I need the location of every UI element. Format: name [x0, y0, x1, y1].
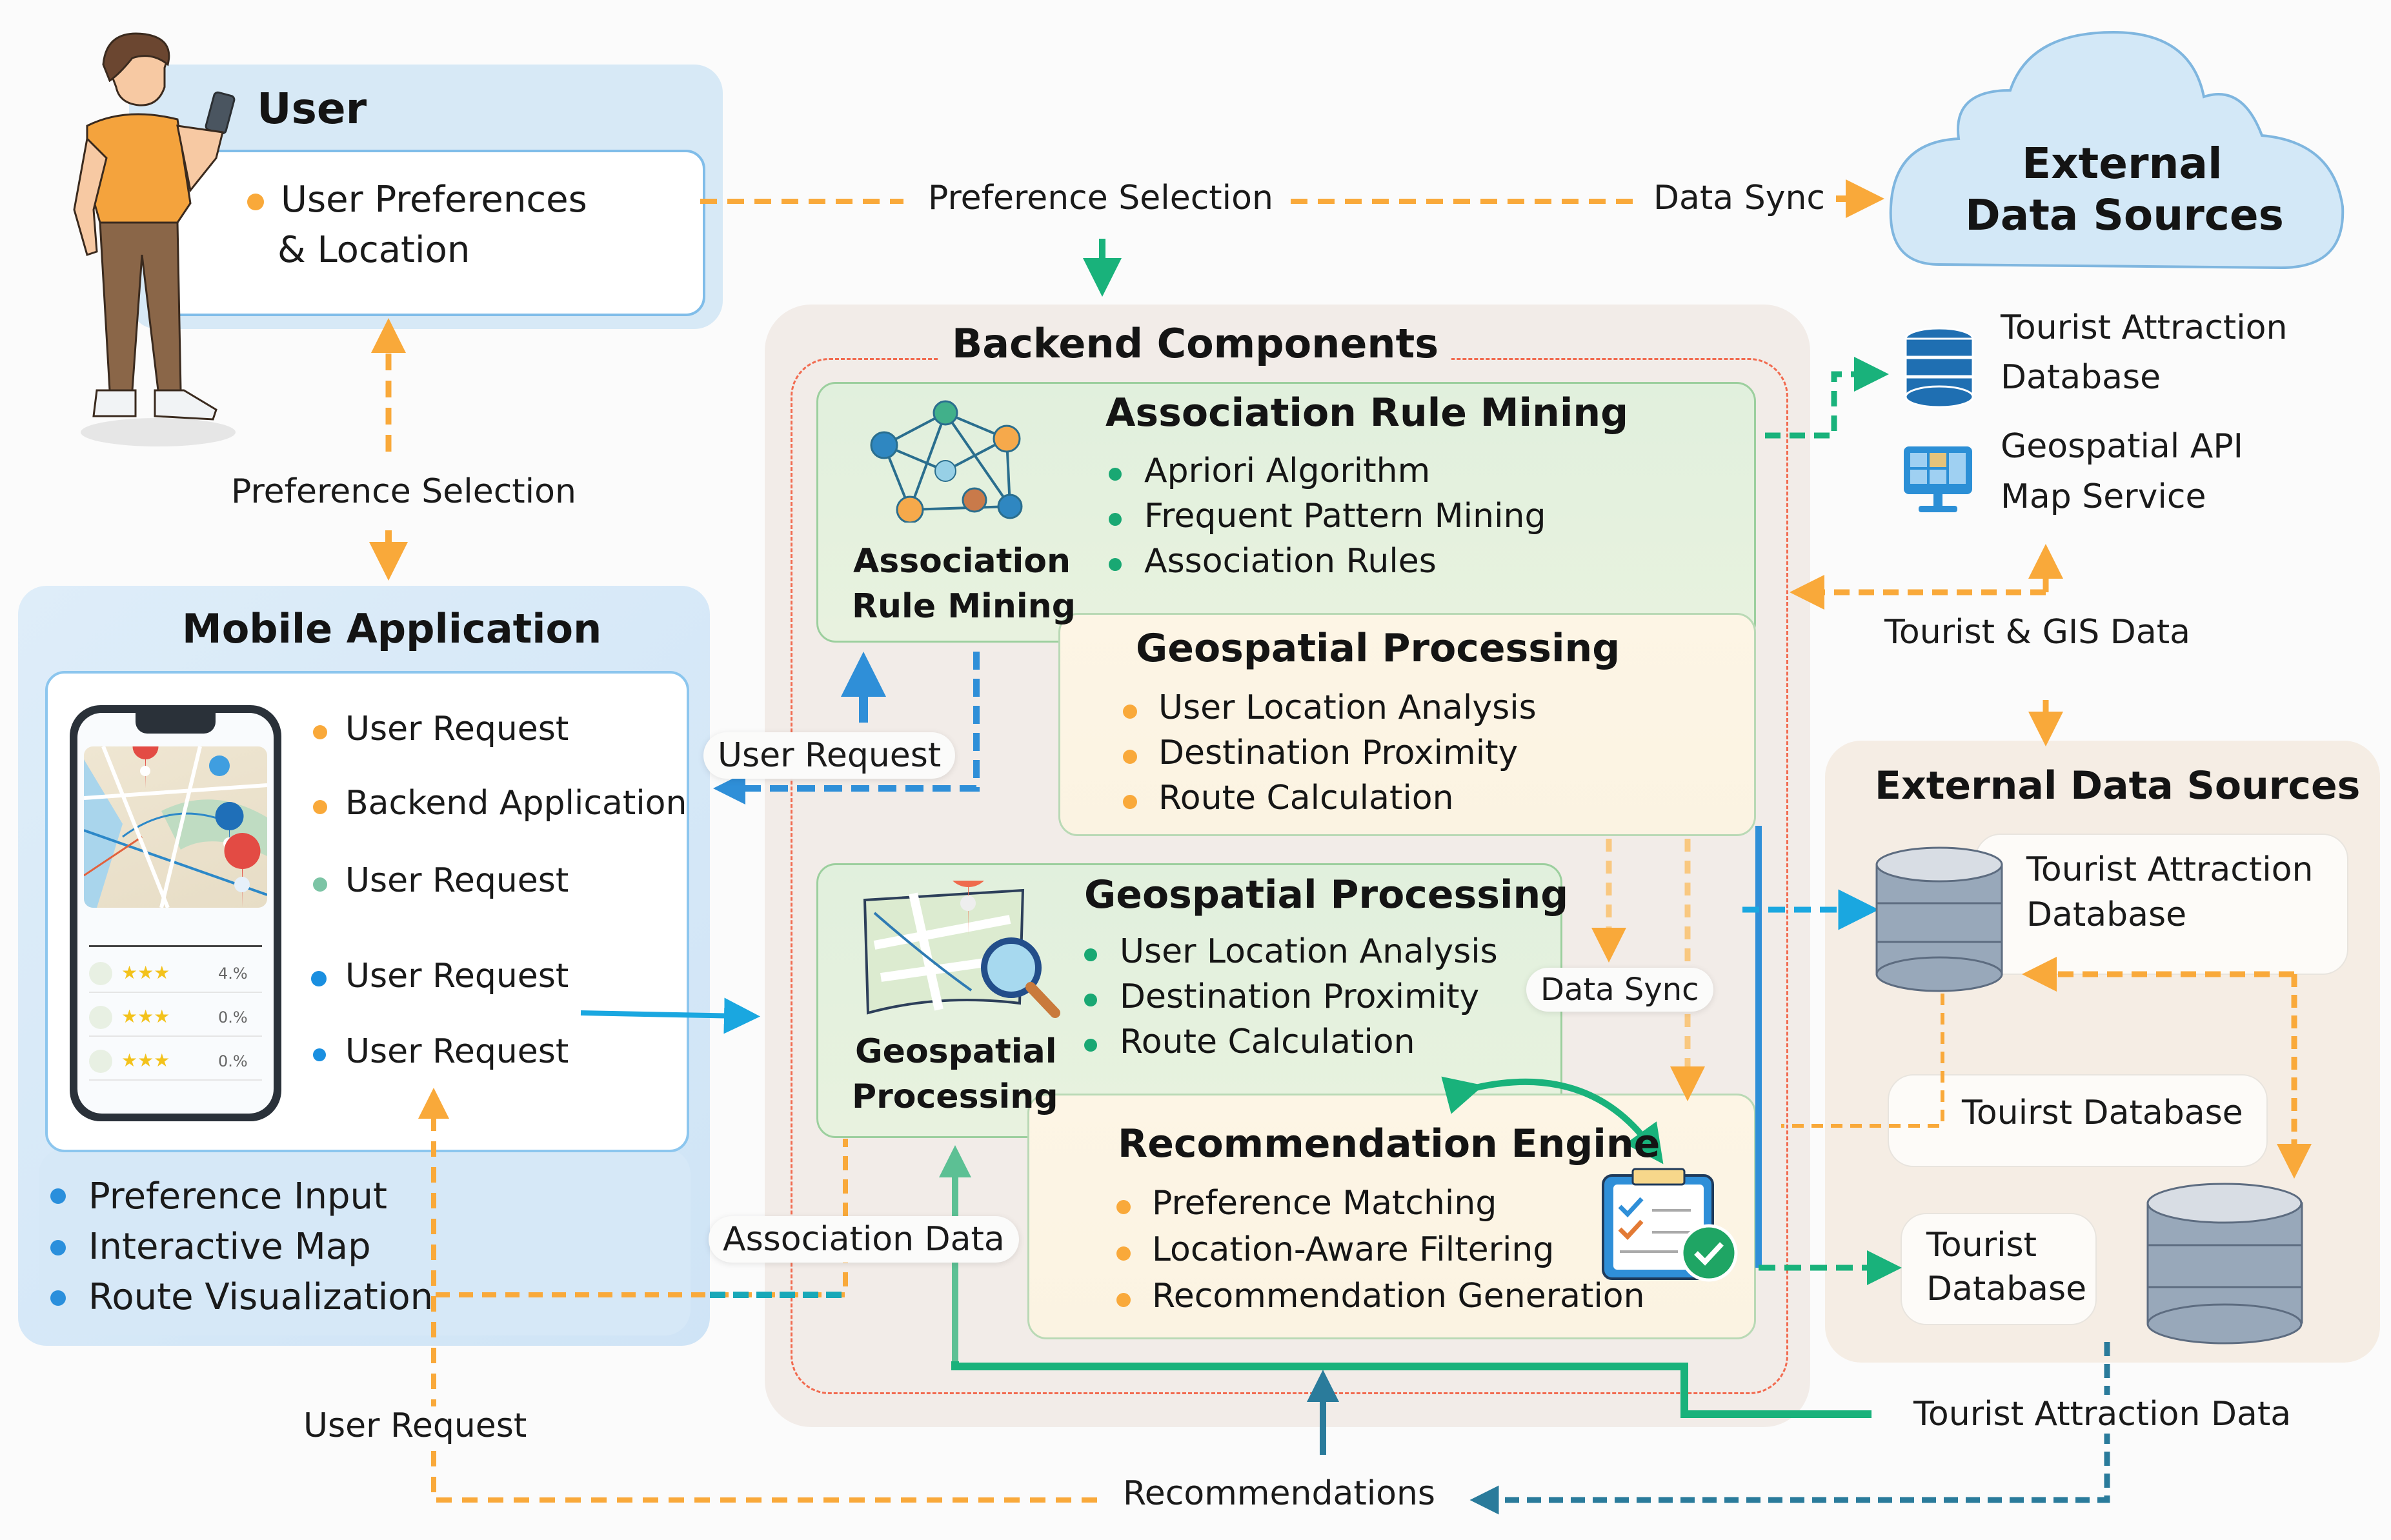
external-data-sources-title: External Data Sources — [1875, 763, 2361, 808]
ext-db-a-line2: Database — [2026, 895, 2187, 934]
rating-value: 0.% — [218, 1008, 248, 1026]
mobile-item-backend-application: Backend Application — [345, 784, 687, 823]
label-association-data: Association Data — [709, 1216, 1019, 1263]
mobile-item-user-request-4: User Request — [345, 1032, 569, 1071]
geo2-icon-label-1: Geospatial — [855, 1032, 1057, 1071]
person-with-phone-icon — [61, 29, 248, 455]
geo2-items: User Location Analysis Destination Proxi… — [1084, 932, 1498, 1068]
feature-preference-input: Preference Input — [88, 1175, 387, 1217]
bullet-dot — [50, 1188, 66, 1204]
user-title: User — [257, 84, 367, 134]
user-preferences-card — [155, 150, 705, 316]
bullet-dot — [313, 877, 327, 892]
arm-title: Association Rule Mining — [1105, 390, 1629, 435]
mobile-item-user-request-3: User Request — [345, 957, 569, 995]
database-icon — [1904, 326, 1975, 416]
bullet-dot — [313, 800, 327, 814]
geo1-items: User Location Analysis Destination Proxi… — [1123, 688, 1537, 824]
mobile-item-user-request-2: User Request — [345, 861, 569, 900]
geo2-item: Route Calculation — [1084, 1023, 1498, 1068]
geo2-item: User Location Analysis — [1084, 932, 1498, 977]
geo2-title: Geospatial Processing — [1084, 872, 1569, 917]
recommendation-engine-title: Recommendation Engine — [1118, 1121, 1660, 1166]
ext-db-a-line1: Tourist Attraction — [2026, 850, 2314, 889]
ext-db-c-line2: Database — [1926, 1270, 2087, 1308]
api-label-line2: Map Service — [2001, 477, 2206, 516]
network-graph-icon — [865, 400, 1026, 524]
star-rating-icon: ★★★ — [121, 1050, 170, 1071]
label-preference-selection-left: Preference Selection — [231, 472, 576, 511]
label-data-sync-top: Data Sync — [1653, 179, 1826, 217]
rating-row: ★★★ 0.% — [89, 1045, 262, 1081]
top-db-label-line1: Tourist Attraction — [2001, 308, 2288, 347]
ext-db-c-line1: Tourist — [1926, 1226, 2037, 1265]
rec-items: Preference Matching Location-Aware Filte… — [1116, 1184, 1645, 1323]
phone-mockup: ★★★ 4.% ★★★ 0.% ★★★ 0.% — [70, 705, 281, 1121]
search-bar[interactable] — [89, 919, 262, 947]
top-db-label-line2: Database — [2001, 358, 2161, 397]
map-magnifier-icon — [862, 842, 1068, 1023]
map-view — [84, 746, 267, 908]
rating-row: ★★★ 0.% — [89, 1001, 262, 1037]
rec-item: Preference Matching — [1116, 1184, 1645, 1230]
backend-components-title: Backend Components — [939, 320, 1452, 367]
geo1-title: Geospatial Processing — [1136, 626, 1620, 671]
database-icon — [2146, 1181, 2304, 1345]
user-location-text: & Location — [277, 229, 470, 271]
place-icon — [89, 962, 112, 985]
feature-route-visualization: Route Visualization — [88, 1276, 434, 1318]
label-data-sync-mid: Data Sync — [1526, 968, 1713, 1012]
rating-row: ★★★ 4.% — [89, 957, 262, 993]
arm-item: Apriori Algorithm — [1109, 452, 1546, 497]
rating-value: 0.% — [218, 1052, 248, 1070]
bullet-dot — [50, 1240, 66, 1255]
bullet-dot — [247, 194, 264, 210]
ext-db-b-line1: Touirst Database — [1962, 1094, 2243, 1132]
arm-item: Association Rules — [1109, 542, 1546, 587]
feature-interactive-map: Interactive Map — [88, 1226, 371, 1268]
geo2-icon-label-2: Processing — [852, 1077, 1058, 1116]
bullet-dot — [313, 725, 327, 739]
arm-icon-label-1: Association — [853, 542, 1071, 581]
geo1-item: Destination Proximity — [1123, 734, 1537, 779]
cloud-title-line2: Data Sources — [1965, 190, 2284, 240]
label-tourist-gis-data: Tourist & GIS Data — [1884, 613, 2190, 652]
bullet-dot — [311, 971, 327, 986]
user-preferences-text: User Preferences — [281, 179, 587, 221]
rec-item: Recommendation Generation — [1116, 1277, 1645, 1323]
rating-value: 4.% — [218, 965, 248, 983]
tourist-db-label-card-2 — [1901, 1213, 2097, 1325]
star-rating-icon: ★★★ — [121, 1006, 170, 1027]
place-icon — [89, 1050, 112, 1073]
label-recommendations: Recommendations — [1123, 1474, 1436, 1513]
label-user-request-bottom: User Request — [303, 1406, 527, 1445]
mobile-application-title: Mobile Application — [182, 605, 602, 652]
api-label-line1: Geospatial API — [2001, 427, 2244, 466]
phone-notch — [136, 713, 216, 734]
arm-item: Frequent Pattern Mining — [1109, 497, 1546, 542]
tourist-attraction-db-label-card — [1975, 834, 2348, 975]
place-icon — [89, 1006, 112, 1029]
arm-icon-label-2: Rule Mining — [852, 587, 1076, 626]
bullet-dot — [313, 1048, 326, 1061]
label-user-request-mid: User Request — [703, 732, 956, 779]
label-tourist-attraction-data: Tourist Attraction Data — [1913, 1395, 2292, 1434]
label-preference-selection-top: Preference Selection — [928, 179, 1273, 217]
tourist-db-label-card — [1888, 1074, 2268, 1167]
rec-item: Location-Aware Filtering — [1116, 1230, 1645, 1277]
map-service-icon — [1902, 445, 1973, 516]
geospatial-processing-card-1 — [1058, 613, 1756, 836]
mobile-item-user-request-1: User Request — [345, 710, 569, 748]
database-icon — [1875, 845, 2004, 994]
bullet-dot — [50, 1290, 66, 1306]
geo1-item: User Location Analysis — [1123, 688, 1537, 734]
arm-items: Apriori Algorithm Frequent Pattern Minin… — [1109, 452, 1546, 587]
cloud-icon — [1881, 13, 2352, 284]
geo2-item: Destination Proximity — [1084, 977, 1498, 1023]
checklist-icon — [1600, 1168, 1739, 1284]
cloud-title-line1: External — [2022, 139, 2223, 188]
star-rating-icon: ★★★ — [121, 962, 170, 983]
geo1-item: Route Calculation — [1123, 779, 1537, 824]
